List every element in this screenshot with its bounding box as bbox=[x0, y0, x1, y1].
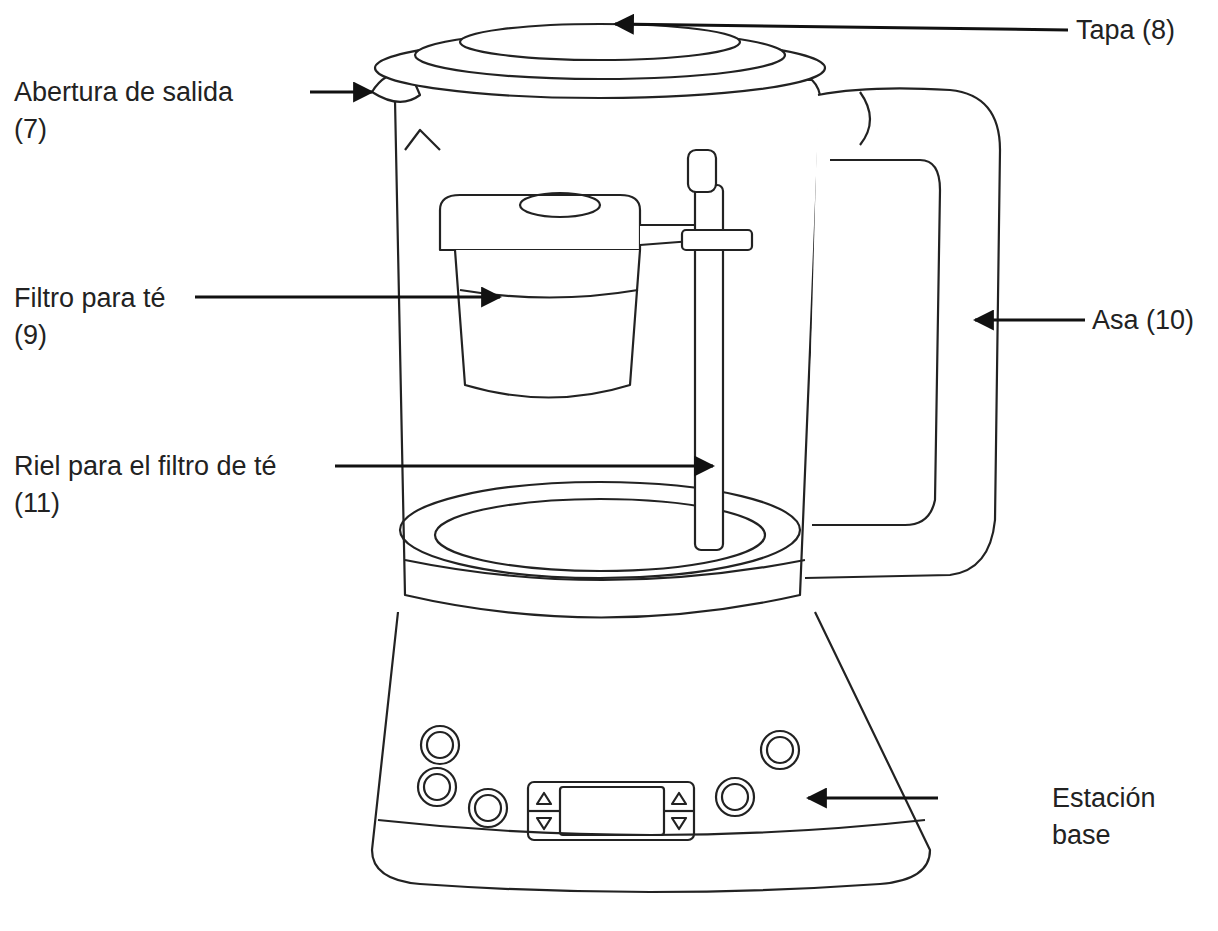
leader-arrow bbox=[335, 465, 713, 468]
filter-basket bbox=[455, 250, 640, 398]
button bbox=[469, 789, 507, 827]
button bbox=[475, 795, 501, 821]
leader-arrow bbox=[195, 296, 500, 299]
part-label: Estación base bbox=[1052, 780, 1192, 854]
button bbox=[716, 778, 754, 816]
button bbox=[722, 784, 748, 810]
button bbox=[424, 774, 450, 800]
part-label: Abertura de salida (7) bbox=[14, 74, 264, 148]
button bbox=[761, 731, 799, 769]
part-label: Riel para el filtro de té (11) bbox=[14, 448, 314, 522]
rail-knob bbox=[688, 150, 716, 192]
filter-cap bbox=[440, 195, 640, 250]
part-label: Filtro para té (9) bbox=[14, 280, 174, 354]
leader-arrow bbox=[310, 91, 372, 94]
button bbox=[418, 768, 456, 806]
button bbox=[421, 726, 459, 764]
down-arrow-symbol bbox=[672, 818, 686, 829]
handle-joint bbox=[860, 92, 870, 145]
button bbox=[767, 737, 793, 763]
button bbox=[427, 732, 453, 758]
handle bbox=[805, 88, 1000, 578]
base-station bbox=[372, 612, 930, 892]
lid-top bbox=[460, 24, 740, 60]
leader-arrow bbox=[615, 24, 1068, 30]
leader-arrow bbox=[808, 797, 938, 800]
down-arrow-symbol bbox=[537, 818, 551, 829]
spout-inner bbox=[405, 130, 440, 150]
jug-body bbox=[394, 80, 820, 618]
part-label: Asa (10) bbox=[1092, 302, 1216, 339]
up-arrow-symbol bbox=[672, 793, 686, 804]
heating-ring bbox=[400, 482, 800, 578]
display-divider bbox=[528, 810, 560, 812]
rail-clip bbox=[682, 230, 752, 250]
handle-grip bbox=[812, 160, 940, 525]
part-label: Tapa (8) bbox=[1076, 12, 1216, 49]
display-divider bbox=[664, 810, 694, 812]
display-frame bbox=[528, 782, 694, 840]
leader-arrow bbox=[975, 319, 1085, 322]
up-arrow-symbol bbox=[537, 793, 551, 804]
display bbox=[560, 787, 664, 835]
base-edge bbox=[378, 820, 925, 835]
filter-lid-hole bbox=[520, 193, 600, 217]
